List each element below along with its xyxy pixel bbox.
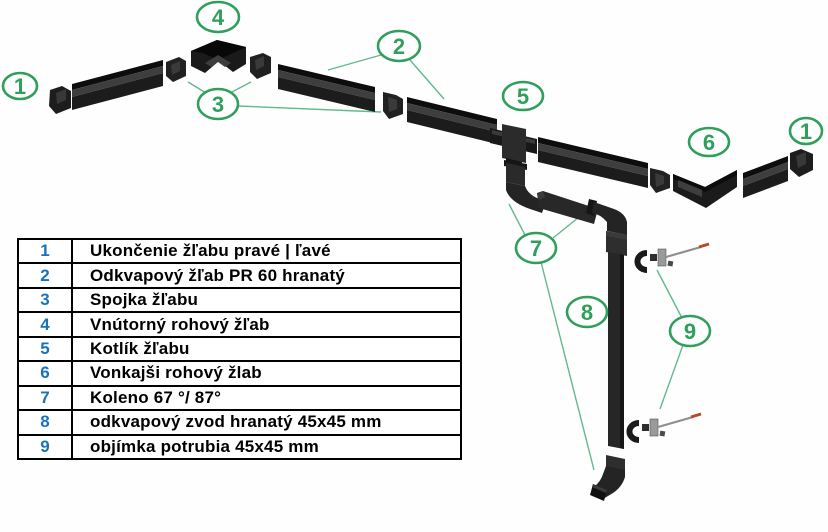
legend-number: 1 bbox=[19, 240, 73, 263]
callout-6: 6 bbox=[687, 126, 731, 158]
legend-row: 1 Ukončenie žľabu pravé | ľavé bbox=[19, 240, 460, 263]
gutter-connector-a bbox=[166, 57, 186, 82]
legend-label: Koleno 67 °/ 87° bbox=[90, 387, 222, 407]
legend-row: 5 Kotlík žľabu bbox=[19, 335, 460, 361]
leader-3b bbox=[229, 81, 252, 94]
legend-row: 9 objímka potrubia 45x45 mm bbox=[19, 433, 460, 458]
callout-7: 7 bbox=[514, 231, 558, 265]
callout-5-number: 5 bbox=[517, 84, 529, 109]
gutter-section-far-right bbox=[743, 156, 788, 198]
outer-corner-gutter bbox=[673, 170, 737, 208]
gutter-section-2a bbox=[278, 64, 375, 112]
gutter-section-left bbox=[72, 60, 163, 110]
legend-row: 6 Vonkajši rohový žlab bbox=[19, 360, 460, 385]
legend-row: 2 Odkvapový žľab PR 60 hranatý bbox=[19, 262, 460, 287]
pipe-bracket-lower bbox=[626, 412, 702, 443]
legend-label: odkvapový zvod hranatý 45x45 mm bbox=[90, 412, 382, 432]
callout-1-left: 1 bbox=[1, 71, 39, 101]
leader-3c bbox=[237, 105, 382, 113]
callout-8-number: 8 bbox=[581, 300, 593, 325]
legend-number: 8 bbox=[19, 411, 73, 434]
gutter-connector-b bbox=[250, 53, 271, 79]
legend-label: Vonkajši rohový žlab bbox=[90, 363, 262, 383]
legend-number: 5 bbox=[19, 337, 73, 361]
legend-number: 9 bbox=[19, 435, 73, 458]
legend-number: 3 bbox=[19, 288, 73, 312]
gutter-connector-e bbox=[650, 168, 670, 193]
legend-label: Ukončenie žľabu pravé | ľavé bbox=[90, 241, 331, 261]
callout-2-number: 2 bbox=[393, 34, 405, 59]
elbow-upper-left bbox=[504, 160, 546, 213]
legend-row: 8 odkvapový zvod hranatý 45x45 mm bbox=[19, 409, 460, 434]
callout-1-right-number: 1 bbox=[800, 119, 812, 144]
legend-row: 7 Koleno 67 °/ 87° bbox=[19, 384, 460, 410]
pipe-bracket-upper bbox=[634, 242, 710, 273]
legend-number: 2 bbox=[19, 264, 73, 287]
callout-3-number: 3 bbox=[212, 92, 224, 117]
legend-label: objímka potrubia 45x45 mm bbox=[90, 436, 319, 456]
callout-8: 8 bbox=[565, 295, 609, 329]
callout-1-right: 1 bbox=[788, 116, 824, 146]
legend-number: 4 bbox=[19, 313, 73, 336]
elbow-outlet-bottom bbox=[590, 455, 625, 501]
legend-label: Vnútorný rohový žľab bbox=[90, 314, 270, 334]
callout-6-number: 6 bbox=[703, 130, 715, 155]
leader-9a bbox=[656, 269, 683, 319]
callout-2: 2 bbox=[376, 29, 422, 63]
leader-7c bbox=[540, 261, 595, 471]
gutter-section-right bbox=[538, 137, 648, 188]
callout-1-left-number: 1 bbox=[14, 74, 26, 99]
legend-number: 6 bbox=[19, 362, 73, 385]
legend-table: 1 Ukončenie žľabu pravé | ľavé 2 Odkvapo… bbox=[17, 238, 462, 460]
gutter-endcap-left bbox=[49, 86, 71, 114]
callout-3: 3 bbox=[196, 87, 240, 121]
leader-2b bbox=[409, 59, 445, 100]
callout-4: 4 bbox=[195, 0, 241, 34]
downpipe bbox=[606, 231, 627, 449]
callout-9-number: 9 bbox=[684, 319, 696, 344]
callout-5: 5 bbox=[501, 80, 545, 112]
legend-row: 3 Spojka žľabu bbox=[19, 286, 460, 312]
leader-2a bbox=[327, 54, 382, 71]
leader-7a bbox=[508, 203, 526, 236]
gutter-connector-d bbox=[383, 92, 403, 119]
gutter-endcap-right bbox=[790, 149, 813, 177]
callout-7-number: 7 bbox=[530, 236, 542, 261]
legend-row: 4 Vnútorný rohový žľab bbox=[19, 311, 460, 336]
legend-label: Kotlík žľabu bbox=[90, 338, 190, 358]
leader-9b bbox=[659, 344, 684, 410]
callout-4-number: 4 bbox=[212, 5, 225, 30]
pipe-angled bbox=[537, 191, 598, 224]
legend-label: Odkvapový žľab PR 60 hranatý bbox=[90, 265, 345, 285]
leader-3a bbox=[187, 81, 207, 94]
inner-corner-gutter bbox=[191, 40, 246, 73]
legend-number: 7 bbox=[19, 386, 73, 410]
gutter-section-2b bbox=[407, 97, 497, 144]
legend-label: Spojka žľabu bbox=[90, 290, 199, 310]
callout-9: 9 bbox=[668, 314, 712, 348]
elbow-upper-right bbox=[586, 199, 627, 235]
